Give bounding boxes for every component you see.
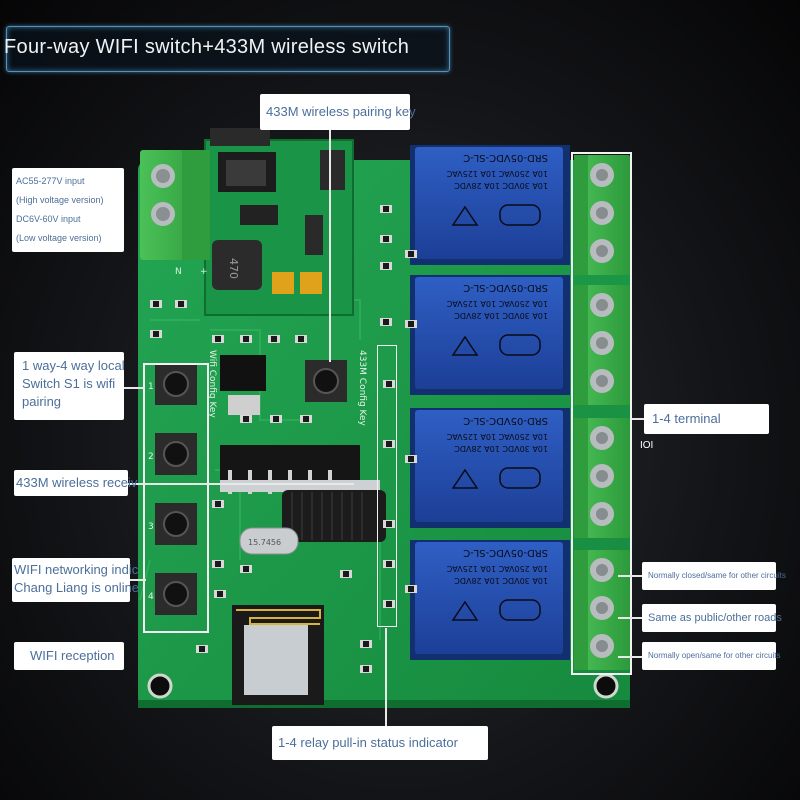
relay-rating-label: 10A 250VAC 10A 125VAC: [446, 169, 548, 178]
cqc-mark: [499, 204, 541, 226]
terminal-side-mark: IOI: [640, 440, 654, 451]
page-title: Four-way WIFI switch+433M wireless switc…: [4, 36, 410, 58]
callout-normally-closed-text: Normally closed/same for other circuits: [648, 571, 786, 580]
relay-model-label: SRD-05VDC-SL-C: [463, 547, 548, 558]
power-terminal-block: [140, 150, 210, 260]
terminal-block-4: [574, 550, 630, 670]
terminal-block-1: [574, 155, 630, 275]
relay-rating-label: 10A 250VAC 10A 125VAC: [446, 299, 548, 308]
callout-pairing-key-text: 433M wireless pairing key: [266, 104, 416, 119]
relay-rating-label: 10A 30VDC 10A 28VDC: [454, 181, 548, 190]
ce-mark: [451, 468, 479, 489]
relay-rating-label: 10A 30VDC 10A 28VDC: [454, 311, 548, 320]
led-column-outline: [377, 345, 397, 627]
power-input-line2: (High voltage version): [16, 195, 104, 205]
silk-wifi-config: Wifi Config Key: [207, 350, 217, 418]
callout-relay-indicator-text: 1-4 relay pull-in status indicator: [278, 735, 458, 750]
output-terminal-group: [574, 155, 630, 670]
nc-leader: [618, 575, 642, 577]
pairing-key-button: [305, 360, 347, 402]
pairing-key-leader: [329, 120, 331, 362]
local-switch-4: 4: [148, 573, 197, 615]
relay-rating-label: 10A 30VDC 10A 28VDC: [454, 576, 548, 585]
silk-433-config: 433M Config Key: [357, 350, 367, 427]
callout-normally-open-text: Normally open/same for other circuits: [648, 651, 781, 660]
crystal-label: 15.7456: [248, 538, 281, 547]
silk-n: N: [175, 267, 182, 277]
local-switch-line2: Switch S1 is wifi: [22, 376, 116, 391]
power-input-line4: (Low voltage version): [16, 233, 102, 243]
relay-model-label: SRD-05VDC-SL-C: [463, 282, 548, 293]
inductor-label: 470: [227, 258, 240, 279]
ce-mark: [451, 205, 479, 226]
no-leader: [618, 656, 642, 658]
callout-common: Same as public/other roads: [642, 604, 782, 632]
power-input-line1: AC55-277V input: [16, 176, 85, 186]
cqc-mark: [499, 599, 541, 621]
callout-receiver-text: 433M wireless receiv: [16, 475, 138, 490]
switch-number-label: 4: [148, 592, 154, 602]
ce-mark: [451, 335, 479, 356]
receiver-module: [220, 445, 386, 542]
relay-1: SRD-05VDC-SL-C 10A 250VAC 10A 125VAC 10A 3…: [410, 145, 570, 265]
cqc-mark: [499, 467, 541, 489]
relay-rating-label: 10A 250VAC 10A 125VAC: [446, 564, 548, 573]
power-input-line3: DC6V-60V input: [16, 214, 81, 224]
terminal-leader: [632, 418, 644, 420]
title-frame: [6, 26, 450, 72]
relay-rating-label: 10A 30VDC 10A 28VDC: [454, 444, 548, 453]
callout-wifi-reception-text: WIFI reception: [30, 648, 115, 663]
receiver-leader: [128, 483, 354, 485]
callout-receiver: 433M wireless receiv: [14, 470, 137, 496]
switch-number-label: 2: [148, 452, 154, 462]
callout-normally-open: Normally open/same for other circuits: [642, 642, 781, 670]
com-leader: [618, 617, 642, 619]
terminal-block-2: [574, 285, 630, 405]
wifi-module: [232, 605, 324, 705]
relay-4: SRD-05VDC-SL-C 10A 250VAC 10A 125VAC 10A 3…: [410, 540, 570, 660]
callout-power-input: AC55-277V input (High voltage version) D…: [12, 168, 124, 252]
switch-number-label: 3: [148, 522, 154, 532]
relay-indicator-leader: [385, 628, 387, 726]
local-switch-3: 3: [148, 503, 197, 545]
relay-model-label: SRD-05VDC-SL-C: [463, 152, 548, 163]
callout-wifi-indicator: WIFI networking indic Chang Liang is onl…: [12, 558, 140, 602]
callout-local-switch: 1 way-4 way local Switch S1 is wifi pair…: [14, 352, 125, 420]
ce-mark: [451, 600, 479, 621]
terminal-block-3: [574, 418, 630, 538]
local-switch-line1: 1 way-4 way local: [22, 358, 125, 373]
local-switch-line3: pairing: [22, 394, 62, 409]
callout-terminal: 1-4 terminal: [644, 404, 769, 434]
relay-group: SRD-05VDC-SL-C 10A 250VAC 10A 125VAC 10A 3…: [410, 145, 570, 660]
local-switch-2: 2: [148, 433, 197, 475]
wifi-indicator-leader: [128, 579, 146, 581]
crystal: [239, 527, 299, 555]
relay-model-label: SRD-05VDC-SL-C: [463, 415, 548, 426]
local-switch-group: 1 2 3 4: [148, 363, 197, 615]
switch-leader: [123, 387, 145, 389]
callout-pairing-key: 433M wireless pairing key: [260, 94, 416, 130]
wifi-indicator-line1: WIFI networking indic: [14, 562, 139, 577]
callout-wifi-reception: WIFI reception: [14, 642, 124, 670]
silk-plus: +: [200, 267, 208, 277]
wifi-indicator-line2: Chang Liang is online: [14, 580, 140, 595]
switch-number-label: 1: [148, 382, 154, 392]
inductor: [212, 240, 262, 290]
relay-2: SRD-05VDC-SL-C 10A 250VAC 10A 125VAC 10A 3…: [410, 275, 570, 395]
local-switch-1: 1: [148, 363, 197, 405]
callout-terminal-text: 1-4 terminal: [652, 411, 721, 426]
cqc-mark: [499, 334, 541, 356]
smd-components: [150, 205, 417, 673]
callout-common-text: Same as public/other roads: [648, 612, 782, 624]
wifi-config-key: [220, 355, 266, 415]
relay-rating-label: 10A 250VAC 10A 125VAC: [446, 432, 548, 441]
callout-relay-indicator: 1-4 relay pull-in status indicator: [272, 726, 488, 760]
callout-normally-closed: Normally closed/same for other circuits: [642, 562, 786, 590]
switches-outline: [143, 363, 209, 633]
terminal-outline: [571, 152, 632, 675]
relay-3: SRD-05VDC-SL-C 10A 250VAC 10A 125VAC 10A 3…: [410, 408, 570, 528]
